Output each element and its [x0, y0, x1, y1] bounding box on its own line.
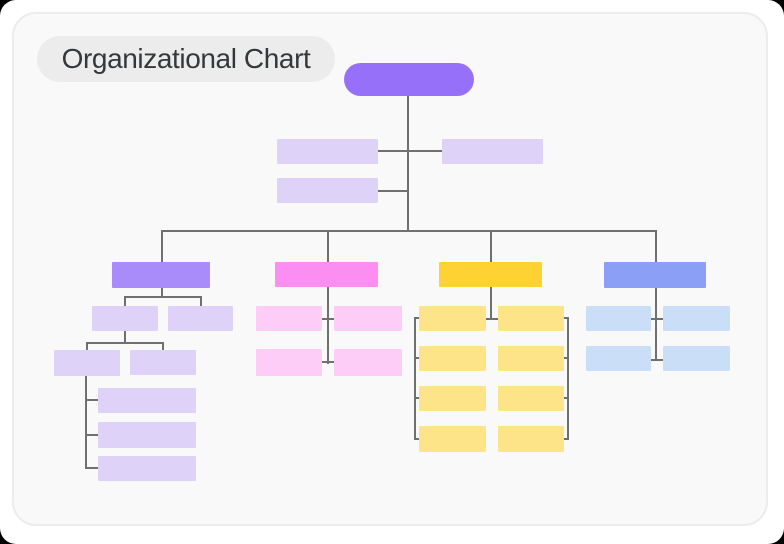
connector-pink-tick-2: [321, 361, 335, 363]
pink-child-row2-right[interactable]: [334, 349, 402, 376]
connector-purple-tick-2: [85, 434, 98, 436]
root-node[interactable]: [344, 63, 474, 96]
yellow-child-row2-left[interactable]: [419, 346, 486, 371]
assistant-node-3[interactable]: [442, 139, 543, 164]
connector-yellow-bracket-right: [567, 317, 569, 440]
connector-blue-tick-1: [650, 318, 664, 320]
yellow-child-row1-left[interactable]: [419, 306, 486, 331]
connector-yellow-bracket-left-nub-1: [414, 317, 420, 319]
yellow-branch-header[interactable]: [439, 262, 542, 287]
connector-root-trunk: [407, 96, 409, 232]
connector-assistant-3: [408, 150, 442, 152]
connector-yellow-bracket-right-nub-2: [563, 357, 569, 359]
connector-assistant-2: [378, 190, 408, 192]
blue-branch-header[interactable]: [604, 262, 706, 288]
connector-yellow-vertical: [490, 287, 492, 320]
chart-title-pill: Organizational Chart: [37, 36, 335, 82]
blue-child-row1-left[interactable]: [586, 306, 651, 331]
purple-child-row2-left[interactable]: [54, 350, 120, 376]
connector-yellow-bracket-left-nub-2: [414, 357, 420, 359]
blue-child-row2-left[interactable]: [586, 346, 651, 371]
yellow-child-row2-right[interactable]: [498, 346, 564, 371]
connector-purple-stub: [161, 288, 163, 297]
blue-child-row2-right[interactable]: [663, 346, 730, 371]
connector-yellow-bracket-right-nub-4: [563, 438, 569, 440]
pink-child-row1-right[interactable]: [334, 306, 402, 331]
purple-child-row2-right[interactable]: [130, 350, 196, 375]
connector-drop-yellow: [490, 230, 492, 262]
connector-assistant-1: [378, 150, 408, 152]
connector-yellow-bracket-left-nub-3: [414, 397, 420, 399]
connector-purple-row1-drop-right: [200, 296, 202, 306]
purple-stack-node-1[interactable]: [98, 388, 196, 413]
connector-yellow-bracket-right-nub-3: [563, 397, 569, 399]
connector-drop-blue: [655, 230, 657, 262]
purple-child-row1-right[interactable]: [168, 306, 233, 331]
purple-branch-header[interactable]: [112, 262, 210, 288]
connector-yellow-bracket-left: [414, 317, 416, 440]
connector-purple-row2: [86, 342, 164, 344]
connector-purple-row2-drop-left: [86, 342, 88, 350]
yellow-child-row3-right[interactable]: [498, 386, 564, 411]
connector-blue-tick-2: [650, 359, 664, 361]
pink-child-row2-left[interactable]: [256, 349, 322, 376]
connector-purple-row1-drop-left: [124, 296, 126, 306]
connector-yellow-bracket-left-nub-4: [414, 438, 420, 440]
yellow-child-row1-right[interactable]: [498, 306, 564, 331]
purple-stack-node-2[interactable]: [98, 422, 196, 448]
connector-blue-vertical: [655, 288, 657, 361]
purple-child-row1-left[interactable]: [92, 306, 158, 331]
connector-purple-row1: [124, 296, 202, 298]
purple-stack-node-3[interactable]: [98, 456, 196, 481]
connector-drop-pink: [327, 230, 329, 262]
connector-purple-stub2: [124, 331, 126, 343]
chart-title: Organizational Chart: [61, 43, 311, 74]
connector-purple-tick-3: [85, 467, 98, 469]
connector-distribution-line: [161, 230, 657, 232]
pink-child-row1-left[interactable]: [256, 306, 322, 331]
yellow-child-row3-left[interactable]: [419, 386, 486, 411]
connector-yellow-bracket-right-nub-1: [563, 317, 569, 319]
pink-branch-header[interactable]: [275, 262, 378, 287]
connector-pink-tick-1: [321, 318, 335, 320]
connector-purple-tick-1: [85, 399, 98, 401]
connector-drop-purple: [161, 230, 163, 262]
connector-pink-vertical: [327, 287, 329, 364]
connector-purple-row2-drop-right: [162, 342, 164, 350]
connector-yellow-tick-center: [485, 318, 498, 320]
blue-child-row1-right[interactable]: [663, 306, 730, 331]
assistant-node-1[interactable]: [277, 139, 378, 164]
connector-purple-bracket: [85, 376, 87, 469]
yellow-child-row4-right[interactable]: [498, 426, 564, 452]
assistant-node-2[interactable]: [277, 178, 378, 203]
yellow-child-row4-left[interactable]: [419, 426, 486, 452]
